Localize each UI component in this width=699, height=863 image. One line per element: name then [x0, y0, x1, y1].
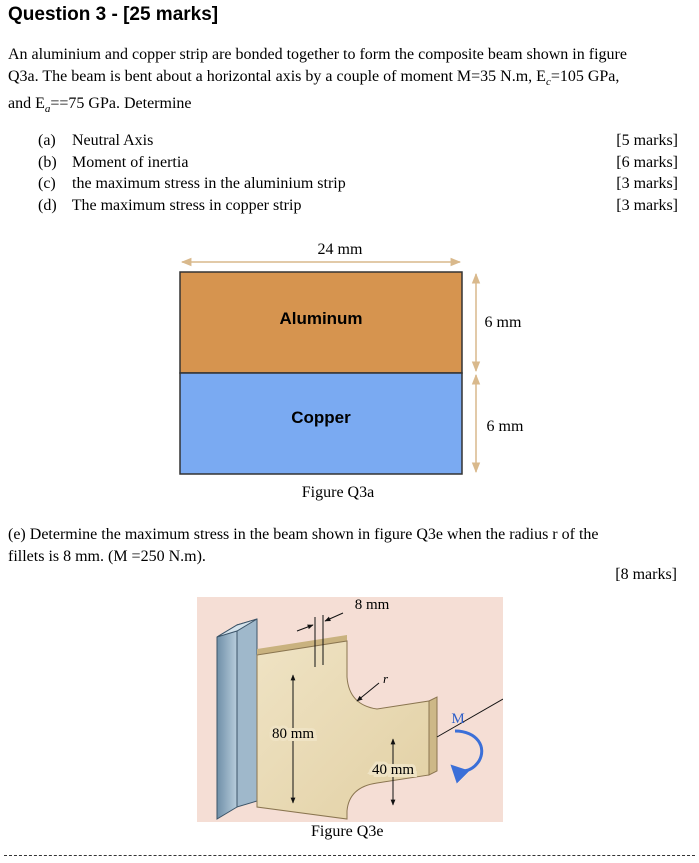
wall-top [216, 618, 258, 638]
top-thickness-label: 6 mm [485, 314, 522, 331]
part-b-marks: [6 marks] [616, 153, 678, 171]
part-d-marks: [3 marks] [616, 196, 678, 214]
question-intro: An aluminium and copper strip are bonded… [8, 44, 694, 120]
copper-label: Copper [291, 408, 351, 427]
part-e-marks: [8 marks] [615, 566, 677, 583]
figure-q3a-caption: Figure Q3a [302, 484, 374, 501]
part-b: (b) Moment of inertia [6 marks] [38, 154, 678, 176]
moment-arrow [450, 729, 484, 784]
thickness-arrow-right [324, 612, 344, 622]
thickness-label: 8 mm [355, 597, 390, 613]
radius-leader [356, 682, 380, 702]
part-e-question: (e) Determine the maximum stress in the … [8, 524, 694, 568]
plate-edge [257, 635, 347, 655]
radius-label: r [383, 671, 389, 686]
moment-axis [436, 698, 503, 738]
part-d: (d) The maximum stress in copper strip [… [38, 197, 678, 219]
intro-line-1: An aluminium and copper strip are bonded… [8, 46, 627, 63]
part-c: (c) the maximum stress in the aluminium … [38, 175, 678, 197]
part-e-line-2: fillets is 8 mm. (M =250 N.m). [8, 548, 206, 565]
width-dimension-label: 24 mm [318, 241, 363, 258]
intro-line-3: and Ea==75 GPa. Determine [8, 95, 192, 116]
part-e-line-1: (e) Determine the maximum stress in the … [8, 526, 599, 543]
bottom-thickness-label: 6 mm [487, 418, 524, 435]
parts-list: (a) Neutral Axis [5 marks] (b) Moment of… [38, 132, 678, 218]
thickness-arrow-left [296, 624, 314, 632]
figure-q3e-illustration: 8 mm r 80 mm 40 mm M [197, 597, 503, 822]
aluminum-label: Aluminum [279, 309, 362, 328]
figure-q3e-caption: Figure Q3e [311, 823, 384, 840]
intro-line-2: Q3a. The beam is bent about a horizontal… [8, 68, 620, 89]
question-title: Question 3 - [25 marks] [8, 4, 219, 25]
small-dim-label: 40 mm [372, 762, 414, 778]
plate-end-face [428, 696, 438, 776]
wall-front [216, 624, 238, 820]
copper-strip [179, 372, 463, 475]
part-a: (a) Neutral Axis [5 marks] [38, 132, 678, 154]
part-a-marks: [5 marks] [616, 132, 678, 149]
wall-side [236, 618, 258, 808]
bottom-divider [4, 855, 695, 856]
part-c-marks: [3 marks] [616, 175, 678, 192]
moment-label: M [451, 711, 464, 727]
height-dim-label: 80 mm [272, 726, 314, 742]
figure-q3a: 24 mm Aluminum Copper 6 mm 6 mm Figure Q… [0, 230, 699, 510]
